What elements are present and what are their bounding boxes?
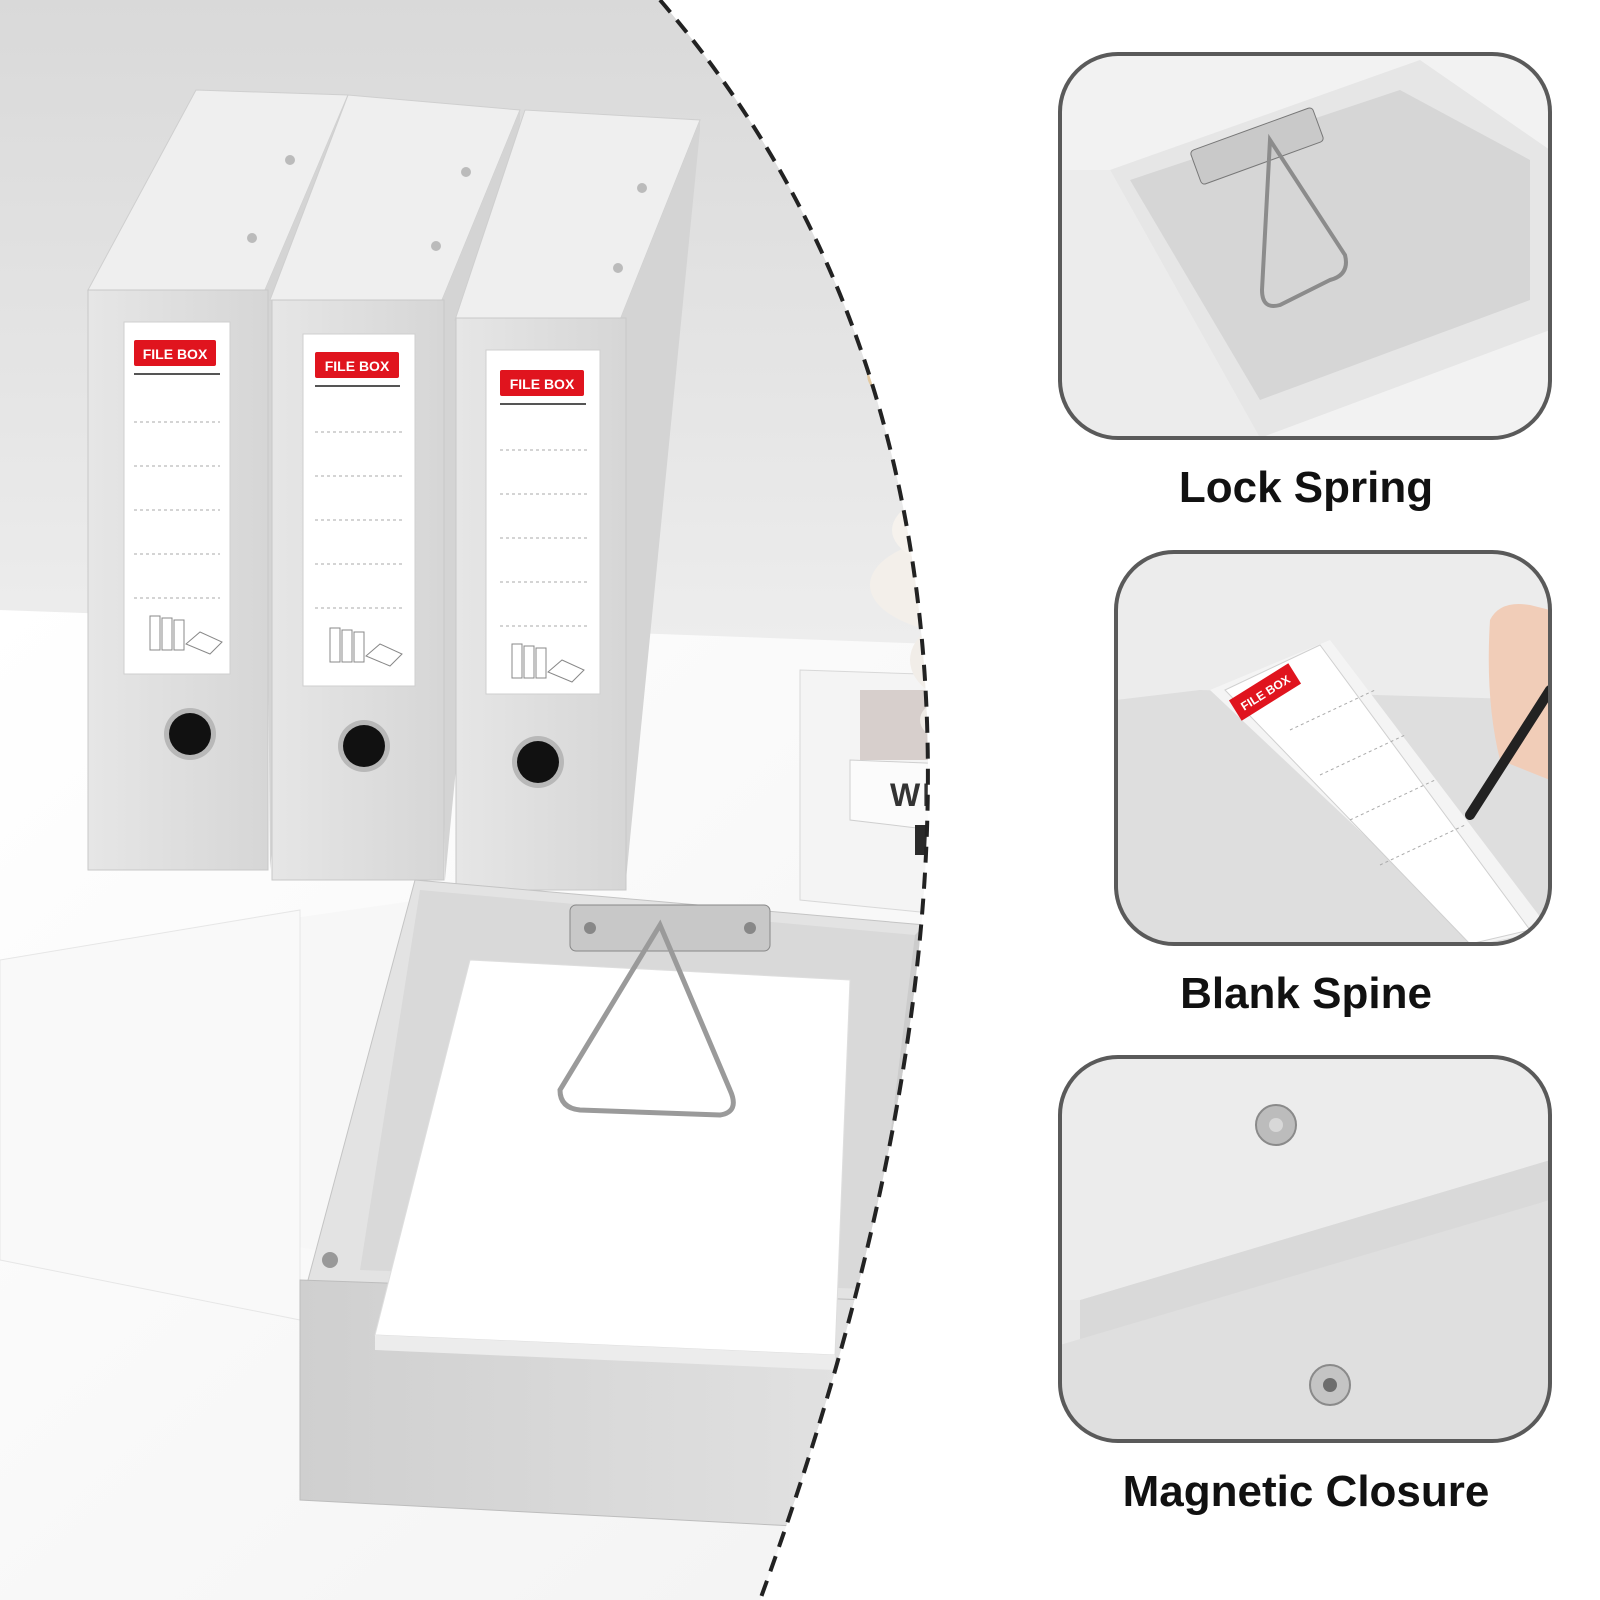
caption-lock-spring: Lock Spring [1178,463,1434,512]
feature-panel-magnetic-closure [1058,1055,1552,1443]
file-box-label: FILE BOX [1238,672,1292,713]
lock-spring-icon [1190,107,1348,308]
file-box-label: FILE BOX [510,376,575,392]
caption-blank-spine: Blank Spine [1180,969,1432,1018]
file-box-binder [454,109,701,891]
main-photo: WELCOME [0,0,1071,1600]
file-box-label: FILE BOX [325,358,390,374]
welcome-book-text: WELCOME [890,777,1071,813]
open-file-box [299,879,926,1531]
feature-panel-lock-spring [1058,52,1552,440]
magnetic-closure-icon [1255,1104,1351,1406]
feature-panel-blank-spine [1114,550,1552,946]
dashed-divider [658,0,930,1600]
caption-magnetic-closure: Magnetic Closure [1122,1467,1490,1516]
blank-spine-icon [1224,644,1531,944]
file-box-label: FILE BOX [143,346,208,362]
